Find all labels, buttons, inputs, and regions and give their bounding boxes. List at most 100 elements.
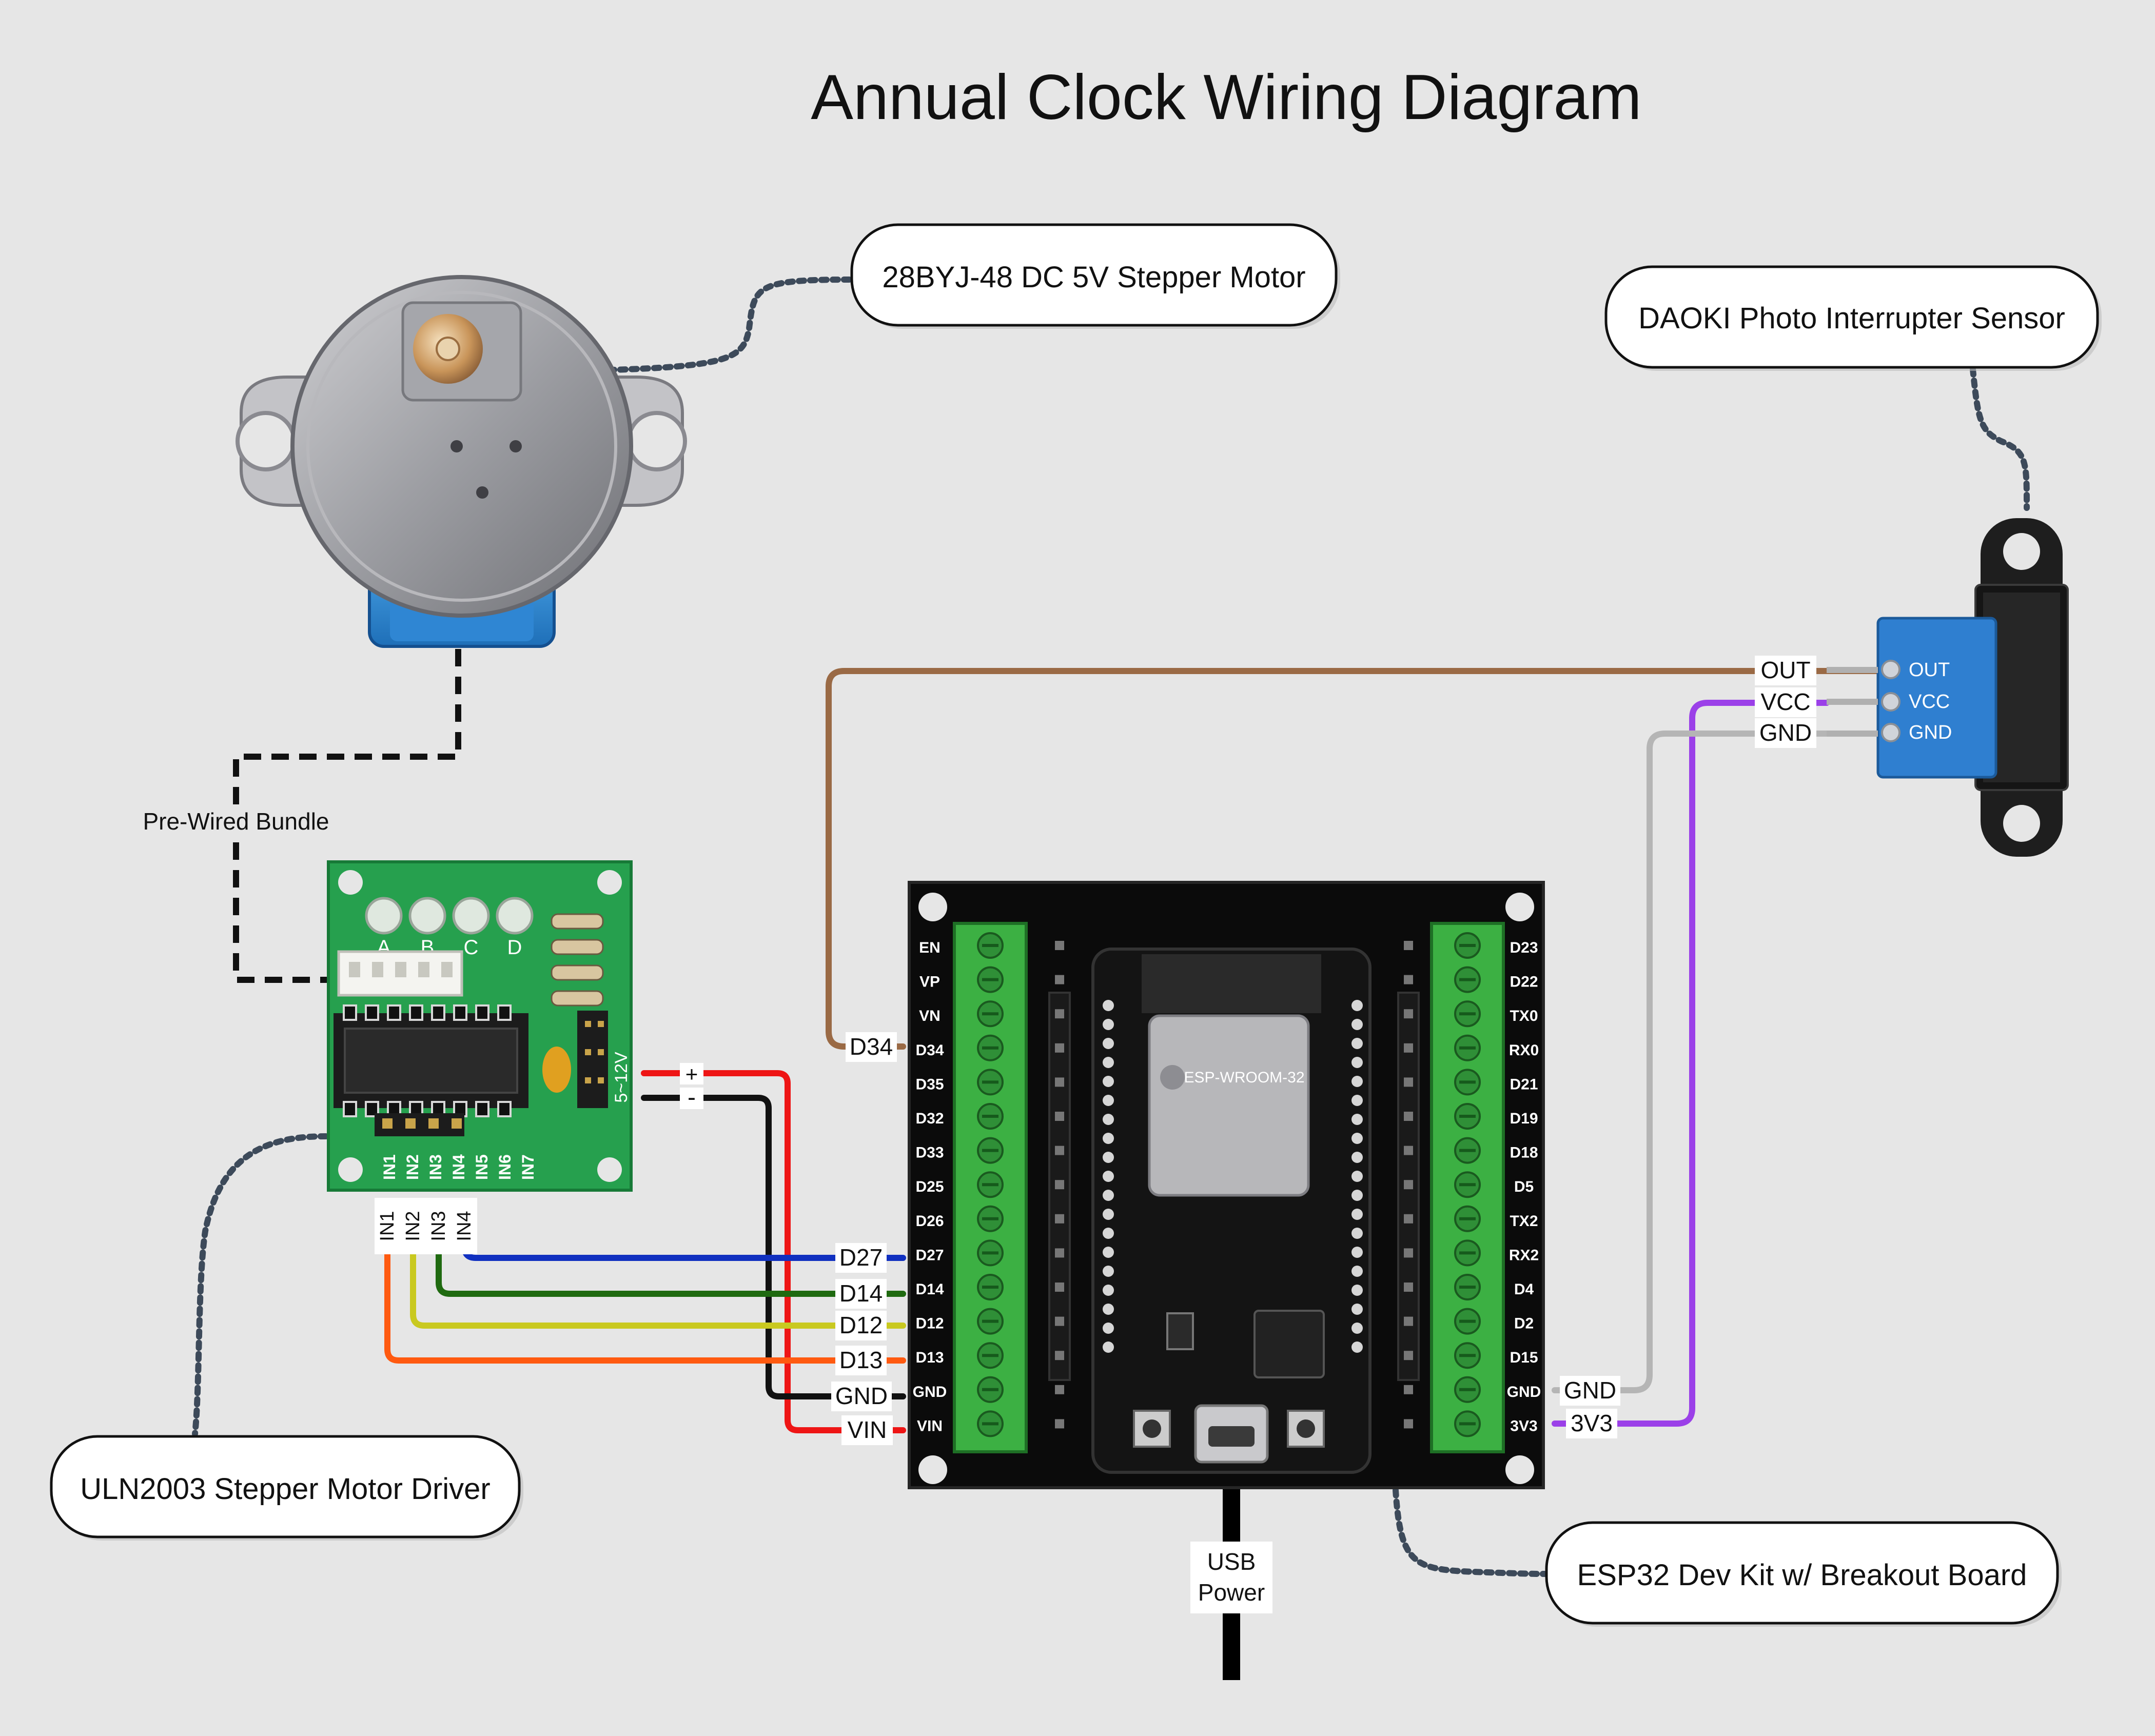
esp-gnd-wire-label: GND [831,1382,892,1411]
wire-gnd-driver [641,1095,906,1399]
esp32-right-pin-label: D22 [1510,974,1538,991]
esp-gnd-right-wire-label: GND [1560,1376,1620,1406]
esp32-left-pin-label: D26 [915,1213,944,1230]
module-pin [1351,1247,1363,1258]
esp32-left-pin-label: VIN [917,1417,943,1434]
header-pin [1404,1043,1413,1053]
svg-text:IN3: IN3 [428,1211,449,1241]
module-pin [1351,1323,1363,1334]
esp32-left-pin-label: D25 [915,1178,944,1195]
header-pin [1404,1146,1413,1155]
svg-text:D27: D27 [839,1244,883,1271]
svg-text:D12: D12 [839,1312,883,1338]
esp32-screw-terminals [977,932,1481,1437]
driver-pin-in2: IN2 [403,1154,422,1180]
svg-text:GND: GND [1564,1377,1616,1404]
esp32-callout: ESP32 Dev Kit w/ Breakout Board [1545,1521,2062,1627]
esp-d12-wire-label: D12 [835,1311,887,1340]
esp32-left-pin-label: VN [919,1008,941,1024]
header-pin [1055,1180,1064,1190]
wire-in2 [410,1223,906,1329]
svg-text:GND: GND [835,1383,888,1409]
esp32-right-pin-label: 3V3 [1510,1417,1537,1434]
esp32-callout-leader [1393,1487,1547,1577]
module-pin [1351,1000,1363,1011]
esp-vin-wire-label: VIN [841,1415,893,1445]
header-pin [1055,1283,1064,1292]
in4-wire-label: IN4 [452,1198,477,1254]
header-pin [1404,1180,1413,1190]
header-pin [1404,1351,1413,1360]
esp32-right-pin-label: D2 [1514,1315,1534,1332]
header-pin [1404,1316,1413,1326]
esp32-right-pin-label: D5 [1514,1178,1534,1195]
driver-pin-in5: IN5 [473,1154,491,1180]
driver-pin-in7: IN7 [519,1154,537,1180]
esp32-left-pin-label: D13 [915,1349,944,1366]
module-pin [1103,1019,1114,1030]
esp32-right-pin-label: D18 [1510,1145,1538,1161]
module-pin [1103,1095,1114,1106]
header-pin [1055,1248,1064,1258]
power-minus-label: - [688,1084,696,1111]
svg-text:OUT: OUT [1760,657,1810,683]
power-labels: + - [680,1062,703,1111]
header-pin [1055,975,1064,984]
motor-callout-label: 28BYJ-48 DC 5V Stepper Motor [882,261,1305,294]
in2-wire-label: IN2 [400,1198,426,1254]
page-title: Annual Clock Wiring Diagram [811,62,1641,133]
driver-callout: ULN2003 Stepper Motor Driver [50,1435,523,1541]
esp32-board: ESP-WROOM-32 [908,881,1545,1489]
esp32-left-pin-label: D14 [915,1281,944,1298]
esp32-right-pin-label: D4 [1514,1281,1534,1298]
svg-text:VIN: VIN [848,1416,887,1443]
header-pin [1055,1009,1064,1019]
module-pin [1351,1114,1363,1125]
header-pin [1404,1112,1413,1121]
header-pin [1404,1077,1413,1087]
module-pin [1103,1190,1114,1201]
module-pin [1103,1057,1114,1068]
wire-vcc [1552,700,1830,1427]
esp32-left-pin-labels: ENVPVND34D35D32D33D25D26D27D14D12D13GNDV… [913,939,947,1434]
esp32-right-pin-label: TX2 [1510,1213,1538,1230]
usb-label-bg [1190,1542,1272,1613]
header-pin [1404,1214,1413,1224]
esp-d14-wire-label: D14 [835,1279,887,1309]
sensor-pin-vcc: VCC [1909,691,1950,713]
module-pin [1351,1342,1363,1353]
header-pin [1055,1316,1064,1326]
header-pin [1404,1283,1413,1292]
header-pin [1055,1385,1064,1394]
driver-callout-label: ULN2003 Stepper Motor Driver [80,1472,490,1506]
in3-wire-label: IN3 [426,1198,452,1254]
stepper-motor [236,275,687,648]
esp32-left-pin-label: D27 [915,1247,944,1264]
motor-callout-leader [592,277,852,373]
driver-voltage-label: 5~12V [612,1052,631,1103]
driver-pin-in4: IN4 [449,1154,468,1180]
driver-led-label-c: C [464,936,479,959]
esp32-left-pin-label: D34 [915,1042,944,1059]
bundle-label: Pre-Wired Bundle [143,808,329,835]
header-pin [1055,1214,1064,1224]
power-plus-label: + [685,1062,698,1086]
header-pin [1404,941,1413,950]
usb-label-line2: Power [1198,1579,1265,1606]
module-pin [1351,1076,1363,1087]
module-pin [1103,1133,1114,1144]
module-pin [1351,1133,1363,1144]
module-pin [1103,1304,1114,1315]
driver-callout-leader [192,1133,329,1437]
svg-text:3V3: 3V3 [1571,1410,1613,1436]
sensor-gnd-wire-label: GND [1755,718,1816,748]
module-pin [1103,1038,1114,1049]
module-pin [1351,1038,1363,1049]
esp32-right-pin-label: TX0 [1510,1008,1538,1024]
esp32-right-pin-label: D19 [1510,1110,1538,1127]
wire-vin [641,1070,906,1433]
module-pin [1103,1114,1114,1125]
driver-pin-in1: IN1 [380,1154,399,1180]
motor-callout: 28BYJ-48 DC 5V Stepper Motor [850,223,1340,329]
